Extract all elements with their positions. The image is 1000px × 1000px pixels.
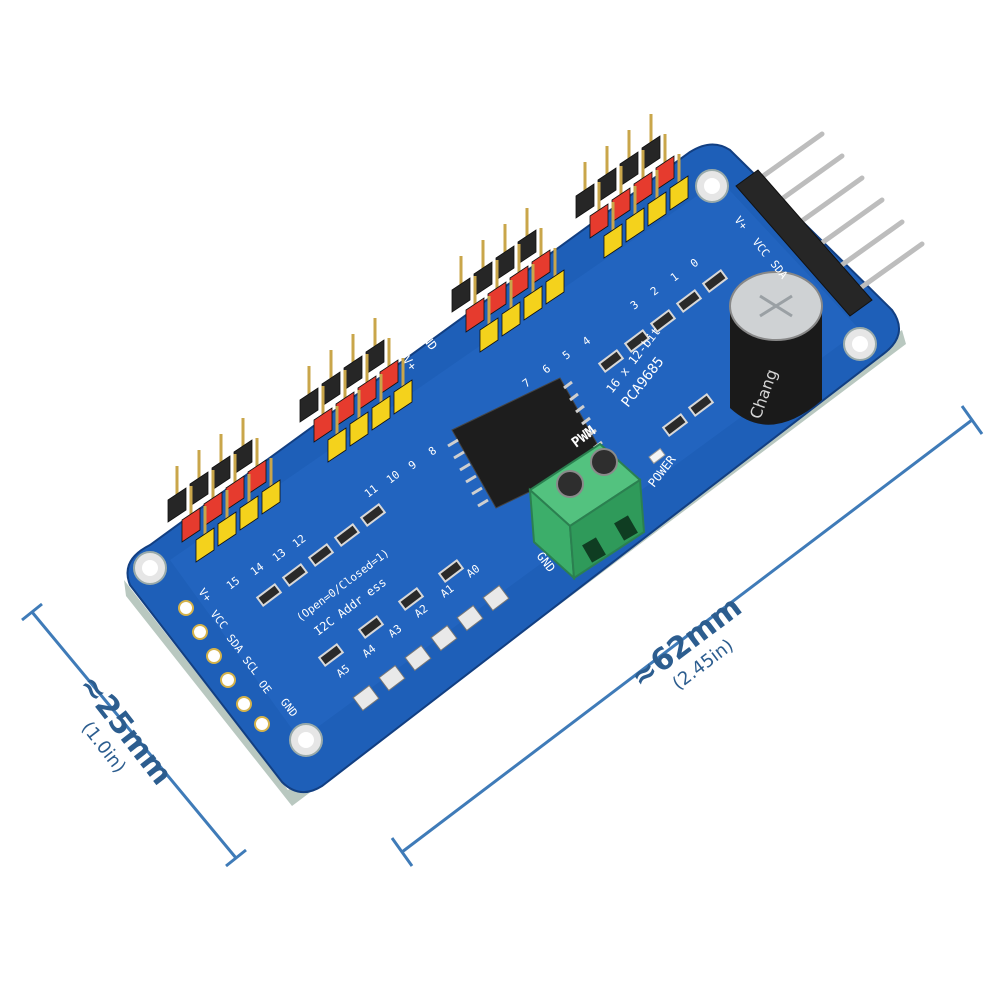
header-base — [327, 427, 347, 463]
header-base — [501, 301, 521, 337]
smd-resistor — [317, 642, 345, 668]
left-pin-pads — [178, 600, 270, 732]
servo-header-group — [575, 114, 689, 259]
solder-pad — [254, 716, 270, 732]
header-base — [451, 277, 471, 313]
solder-pad — [220, 672, 236, 688]
solder-pad — [206, 648, 222, 664]
smd-resistor — [397, 586, 425, 612]
header-base — [545, 269, 565, 305]
right-angle-header — [735, 131, 925, 317]
header-base — [195, 527, 215, 563]
header-base — [647, 191, 667, 227]
mounting-holes — [133, 169, 877, 757]
channel-number: 12 — [290, 532, 308, 550]
header-base — [299, 387, 319, 423]
header-base — [625, 207, 645, 243]
electrolytic-capacitor: Chang — [729, 271, 823, 425]
jumper-pad — [352, 684, 380, 712]
smd-resistor — [437, 558, 465, 584]
smd-resistor — [357, 614, 385, 640]
channel-number: 11 — [362, 482, 380, 500]
header-base — [589, 203, 609, 239]
servo-header-group — [299, 318, 413, 463]
smd-resistor — [281, 562, 309, 588]
smd-resistor — [701, 268, 729, 294]
smd-resistor — [687, 392, 715, 418]
solder-pad — [192, 624, 208, 640]
header-base — [349, 411, 369, 447]
header-base — [261, 479, 281, 515]
smd-resistor — [623, 328, 651, 354]
pcb-board: V+ VCC SDA SCL OE GND A5 A4 A3 A2 A1 A0 … — [124, 114, 925, 806]
channel-number: 13 — [270, 546, 288, 564]
header-housing — [735, 169, 873, 317]
screw-terminal — [528, 442, 646, 581]
header-base — [217, 511, 237, 547]
address-label: A1 — [438, 582, 456, 600]
address-jumpers — [352, 584, 510, 712]
header-base — [313, 407, 333, 443]
header-base — [465, 297, 485, 333]
header-base — [669, 175, 689, 211]
solder-pad — [178, 600, 194, 616]
jumper-pad — [456, 604, 484, 632]
height-dimension-tick-top — [21, 602, 43, 622]
jumper-pad — [430, 624, 458, 652]
mounting-hole — [852, 336, 868, 352]
resistor-array — [255, 268, 729, 668]
smd-resistor — [307, 542, 335, 568]
smd-resistor — [255, 582, 283, 608]
smd-resistor — [359, 502, 387, 528]
channel-number: 10 — [384, 468, 402, 486]
header-base — [603, 223, 623, 259]
address-label: A5 — [334, 662, 352, 680]
header-base — [371, 395, 391, 431]
terminal-screw — [556, 470, 584, 498]
jumper-pad — [378, 664, 406, 692]
servo-header-group — [451, 208, 565, 353]
smd-resistor — [661, 412, 689, 438]
header-base — [479, 317, 499, 353]
mounting-hole — [142, 560, 158, 576]
jumper-pad — [404, 644, 432, 672]
smd-resistor — [649, 308, 677, 334]
header-base — [523, 285, 543, 321]
terminal-opening — [614, 515, 638, 541]
address-label: A2 — [412, 602, 430, 620]
width-dimension-line — [401, 418, 973, 854]
smd-resistor — [597, 348, 625, 374]
jumper-pad — [482, 584, 510, 612]
header-base — [181, 507, 201, 543]
header-base — [167, 487, 187, 523]
smd-resistor — [675, 288, 703, 314]
terminal-screw — [590, 448, 618, 476]
pin-label: OE — [256, 678, 274, 696]
height-dimension-tick-bottom — [225, 848, 247, 868]
capacitor-vent — [759, 294, 793, 318]
terminal-opening — [582, 537, 606, 563]
power-led — [648, 447, 666, 465]
servo-header-groups — [167, 114, 689, 563]
channel-number: 15 — [224, 574, 242, 592]
smd-resistor — [333, 522, 361, 548]
height-dimension-line — [30, 611, 238, 859]
header-pins — [749, 131, 925, 297]
address-label: A3 — [386, 622, 404, 640]
servo-header-group — [167, 418, 281, 563]
address-label: A0 — [464, 562, 482, 580]
solder-pad — [236, 696, 252, 712]
width-dimension-tick-right — [960, 405, 984, 435]
header-base — [239, 495, 259, 531]
mounting-hole — [704, 178, 720, 194]
header-base — [575, 183, 595, 219]
header-base — [393, 379, 413, 415]
width-dimension-tick-left — [390, 837, 414, 867]
mounting-hole — [298, 732, 314, 748]
